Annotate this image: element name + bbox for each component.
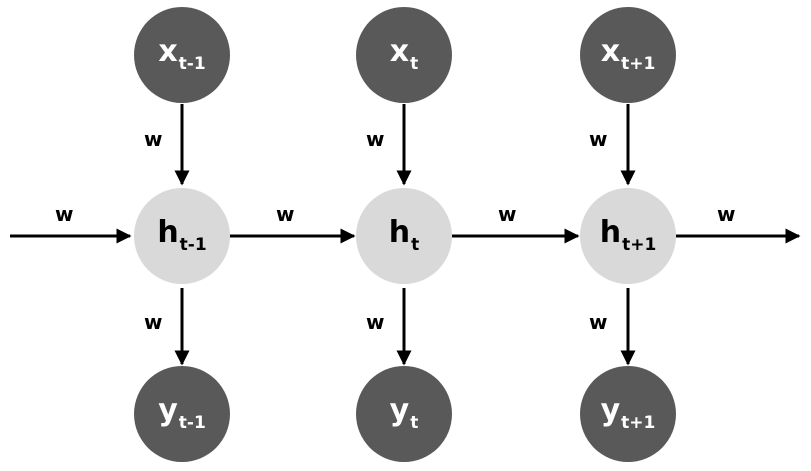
- weight-label-output-1: w: [144, 310, 163, 334]
- hidden-node-subscript: t-1: [179, 235, 207, 255]
- output-node-label: y: [389, 393, 410, 428]
- output-node-y-t+1: yt+1: [580, 366, 676, 462]
- hidden-node-label: h: [157, 215, 179, 250]
- weight-label-output-2: w: [366, 310, 385, 334]
- output-node-subscript: t+1: [621, 413, 656, 433]
- hidden-node-subscript: t+1: [622, 235, 657, 255]
- weight-label-output-3: w: [589, 310, 608, 334]
- weight-label-input-1: w: [144, 127, 163, 151]
- input-node-subscript: t: [410, 54, 419, 74]
- output-node-label: y: [600, 393, 621, 428]
- input-node-subscript: t-1: [178, 54, 206, 74]
- output-node-y-t-1: yt-1: [134, 366, 230, 462]
- hidden-node-h-t-1: ht-1: [134, 188, 230, 284]
- hidden-node-label: h: [599, 215, 622, 250]
- input-node-label: x: [158, 34, 178, 69]
- input-node-subscript: t+1: [621, 54, 656, 74]
- weight-label-input-2: w: [366, 127, 385, 151]
- weight-label-recurrent-out: w: [717, 202, 736, 226]
- hidden-node-subscript: t: [411, 235, 420, 255]
- input-node-label: x: [600, 34, 621, 69]
- input-node-label: x: [389, 34, 410, 69]
- weight-label-input-3: w: [589, 127, 608, 151]
- hidden-node-label: h: [388, 215, 411, 250]
- output-node-subscript: t: [410, 413, 419, 433]
- weight-label-recurrent-in: w: [55, 202, 74, 226]
- input-node-x-t+1: xt+1: [580, 7, 676, 103]
- output-node-label: y: [158, 393, 178, 428]
- hidden-node-h-t: ht: [356, 188, 452, 284]
- output-node-subscript: t-1: [178, 413, 206, 433]
- input-node-x-t-1: xt-1: [134, 7, 230, 103]
- weight-label-recurrent-2: w: [498, 202, 517, 226]
- weight-label-recurrent-1: w: [276, 202, 295, 226]
- input-node-x-t: xt: [356, 7, 452, 103]
- output-node-y-t: yt: [356, 366, 452, 462]
- hidden-node-h-t+1: ht+1: [580, 188, 676, 284]
